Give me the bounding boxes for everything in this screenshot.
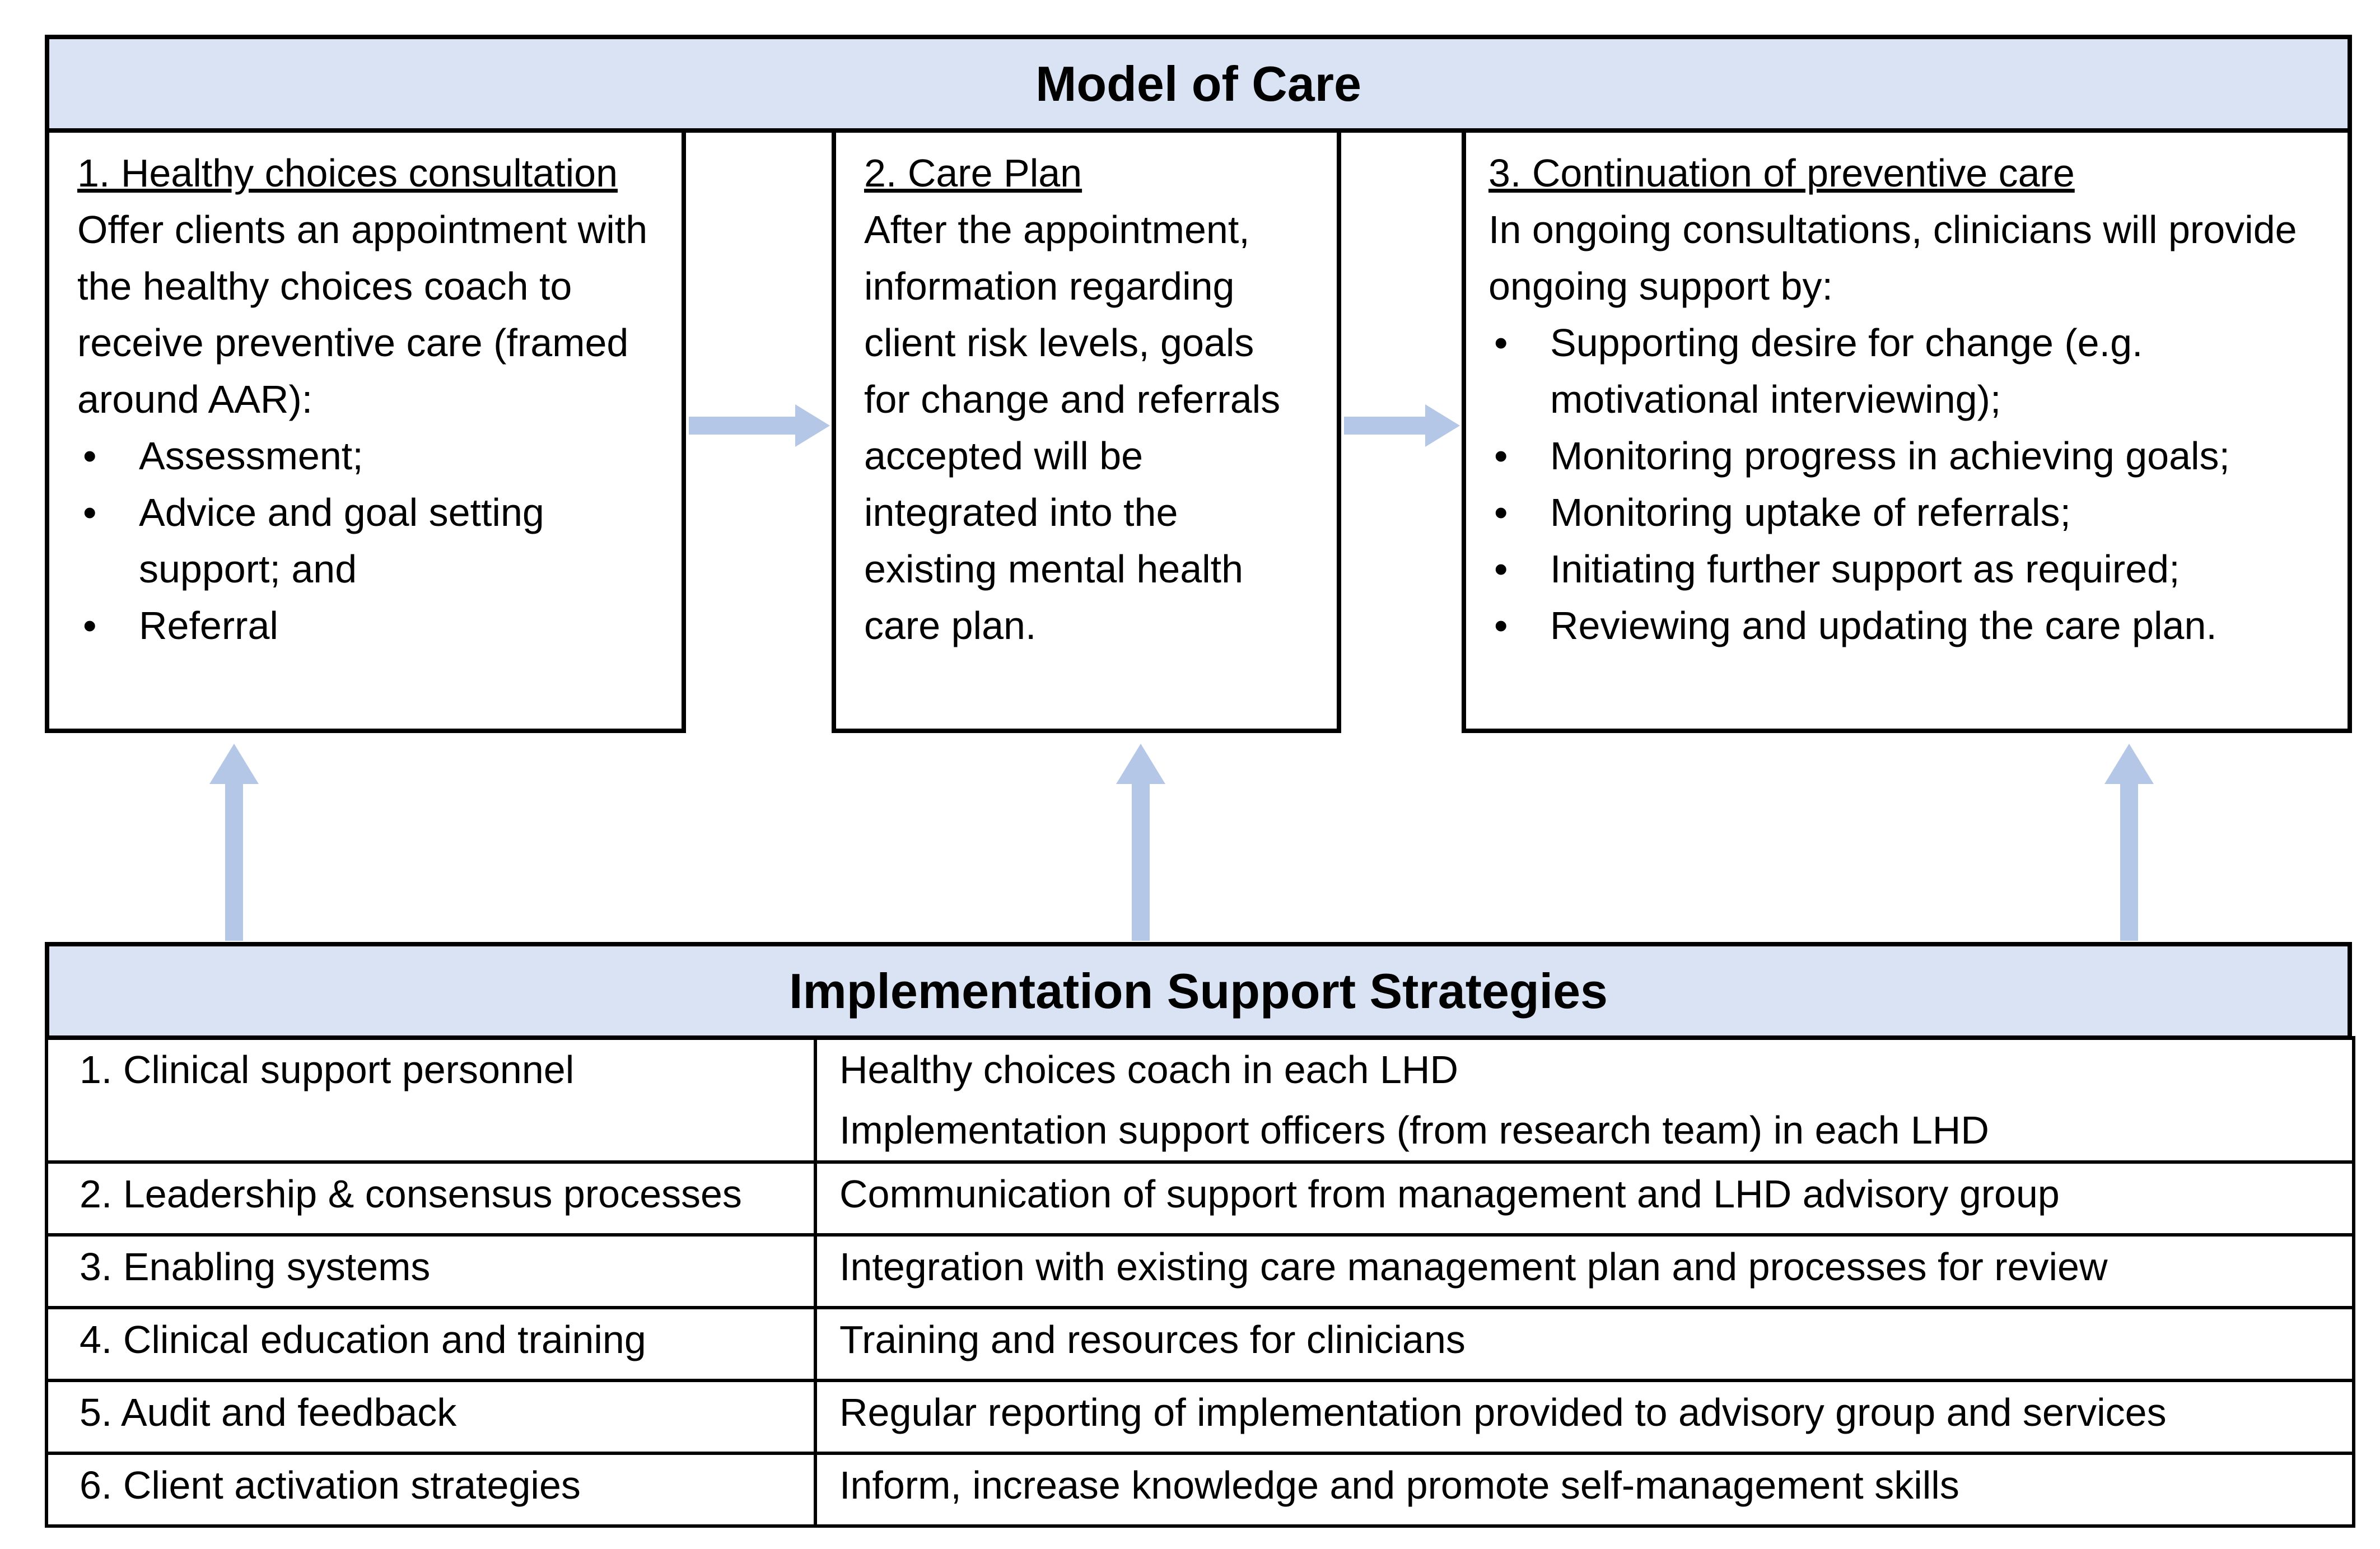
detail-line: Inform, increase knowledge and promote s… xyxy=(839,1463,1959,1507)
detail-cell: Training and resources for clinicians xyxy=(814,1306,2355,1382)
strategy-cell: 4. Clinical education and training xyxy=(45,1306,817,1382)
detail-line: Integration with existing care managemen… xyxy=(839,1245,2108,1289)
step-1-body: Offer clients an appointment with the he… xyxy=(77,208,648,421)
step-3-bullets: Supporting desire for change (e.g. motiv… xyxy=(1488,315,2320,654)
bullet-item: Monitoring progress in achieving goals; xyxy=(1488,428,2320,484)
step-2-body: After the appointment, information regar… xyxy=(864,208,1281,647)
implementation-header: Implementation Support Strategies xyxy=(45,942,2352,1040)
strategy-cell: 2. Leadership & consensus processes xyxy=(45,1160,817,1237)
step-1-bullets: Assessment; Advice and goal setting supp… xyxy=(77,428,654,654)
table-row: 4. Clinical education and training Train… xyxy=(45,1306,2355,1382)
step-3-title: 3. Continuation of preventive care xyxy=(1488,151,2075,195)
strategies-table: 1. Clinical support personnel Healthy ch… xyxy=(45,1036,2355,1528)
step-3-body: In ongoing consultations, clinicians wil… xyxy=(1488,208,2297,308)
table-row: 5. Audit and feedback Regular reporting … xyxy=(45,1379,2355,1455)
step-box-2: 2. Care Plan After the appointment, info… xyxy=(832,128,1341,733)
table-row: 6. Client activation strategies Inform, … xyxy=(45,1452,2355,1528)
step-box-3: 3. Continuation of preventive care In on… xyxy=(1462,128,2352,733)
arrow-right-icon xyxy=(1344,404,1460,447)
step-2-title: 2. Care Plan xyxy=(864,151,1082,195)
arrow-up-icon xyxy=(1116,744,1165,941)
table-row: 3. Enabling systems Integration with exi… xyxy=(45,1233,2355,1309)
implementation-title: Implementation Support Strategies xyxy=(789,963,1608,1019)
detail-cell: Integration with existing care managemen… xyxy=(814,1233,2355,1309)
detail-line: Regular reporting of implementation prov… xyxy=(839,1391,2167,1434)
step-1-title: 1. Healthy choices consultation xyxy=(77,151,618,195)
detail-line: Training and resources for clinicians xyxy=(839,1318,1466,1361)
strategy-cell: 1. Clinical support personnel xyxy=(45,1036,817,1164)
model-of-care-title: Model of Care xyxy=(1035,55,1361,111)
detail-cell: Inform, increase knowledge and promote s… xyxy=(814,1452,2355,1528)
bullet-item: Referral xyxy=(77,598,654,654)
step-box-1: 1. Healthy choices consultation Offer cl… xyxy=(45,128,686,733)
strategy-cell: 5. Audit and feedback xyxy=(45,1379,817,1455)
detail-line: Communication of support from management… xyxy=(839,1172,2060,1216)
bullet-item: Reviewing and updating the care plan. xyxy=(1488,598,2320,654)
detail-cell: Regular reporting of implementation prov… xyxy=(814,1379,2355,1455)
model-of-care-header: Model of Care xyxy=(45,35,2352,133)
strategy-cell: 6. Client activation strategies xyxy=(45,1452,817,1528)
bullet-item: Monitoring uptake of referrals; xyxy=(1488,484,2320,541)
strategy-cell: 3. Enabling systems xyxy=(45,1233,817,1309)
bullet-item: Initiating further support as required; xyxy=(1488,541,2320,598)
arrow-up-icon xyxy=(2104,744,2154,941)
detail-line: Healthy choices coach in each LHD xyxy=(839,1048,1459,1091)
detail-line: Implementation support officers (from re… xyxy=(839,1108,1989,1152)
table-row: 2. Leadership & consensus processes Comm… xyxy=(45,1160,2355,1237)
bullet-item: Supporting desire for change (e.g. motiv… xyxy=(1488,315,2320,428)
bullet-item: Assessment; xyxy=(77,428,654,484)
bullet-item: Advice and goal setting support; and xyxy=(77,484,654,598)
detail-cell: Healthy choices coach in each LHD Implem… xyxy=(814,1036,2355,1164)
arrow-up-icon xyxy=(209,744,259,941)
arrow-right-icon xyxy=(689,404,830,447)
detail-cell: Communication of support from management… xyxy=(814,1160,2355,1237)
table-row: 1. Clinical support personnel Healthy ch… xyxy=(45,1036,2355,1164)
